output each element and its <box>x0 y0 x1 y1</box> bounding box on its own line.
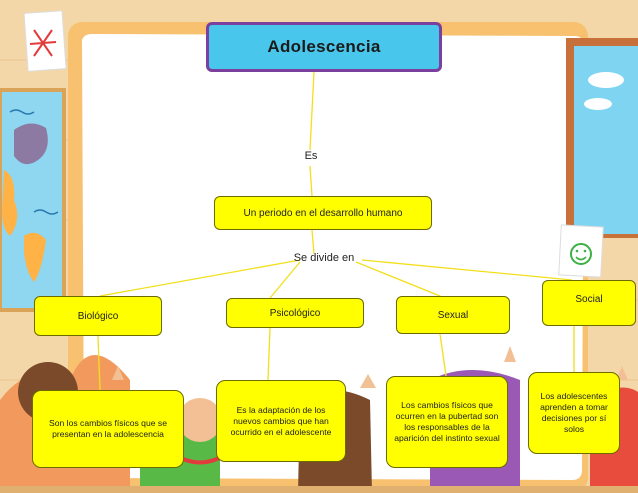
definition-label: Un periodo en el desarrollo humano <box>243 207 403 219</box>
root-node: Adolescencia <box>206 22 442 72</box>
cloud-icon <box>566 38 638 238</box>
world-map-icon <box>0 88 66 312</box>
connector-lines <box>97 71 575 391</box>
star-scribble-icon <box>23 10 67 72</box>
description-node-sexual: Los cambios físicos que ocurren en la pu… <box>386 376 508 468</box>
description-node-biologico: Son los cambios físicos que se presentan… <box>32 390 184 468</box>
link-label-es: Es <box>304 150 318 162</box>
definition-node: Un periodo en el desarrollo humano <box>214 196 432 230</box>
category-label: Biológico <box>77 310 119 322</box>
smiley-icon <box>558 224 604 278</box>
category-label: Social <box>575 294 603 305</box>
description-text: Son los cambios físicos que se presentan… <box>49 418 167 439</box>
category-label: Sexual <box>437 309 469 321</box>
category-label: Psicológico <box>269 308 321 319</box>
description-node-social: Los adolescentes aprenden a tomar decisi… <box>528 372 620 454</box>
category-node-psicologico: Psicológico <box>226 298 364 328</box>
description-text: Es la adaptación de los nuevos cambios q… <box>230 404 332 437</box>
description-text: Los adolescentes aprenden a tomar decisi… <box>540 391 608 434</box>
link-label-se-divide-en: Se divide en <box>293 252 355 264</box>
category-node-sexual: Sexual <box>396 296 510 334</box>
description-text: Los cambios físicos que ocurren en la pu… <box>394 400 500 443</box>
root-label: Adolescencia <box>267 37 381 56</box>
category-node-biologico: Biológico <box>34 296 162 336</box>
description-node-psicologico: Es la adaptación de los nuevos cambios q… <box>216 380 346 462</box>
category-node-social: Social <box>542 280 636 326</box>
